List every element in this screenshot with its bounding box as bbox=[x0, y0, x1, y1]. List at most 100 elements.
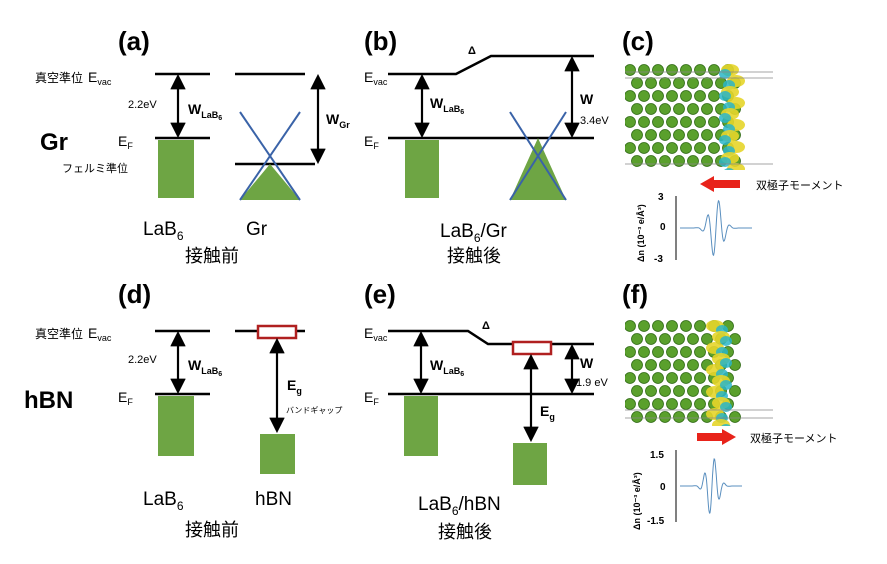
atom bbox=[708, 142, 720, 154]
panel-c: (c) 双極子モーメント 3 0 -3 Δn (10⁻³ e/Å³) bbox=[622, 26, 844, 265]
atom bbox=[638, 398, 650, 410]
w-contact-label-e: W bbox=[580, 355, 594, 371]
dipole-arrow-head-c bbox=[700, 176, 714, 192]
atom bbox=[680, 116, 692, 128]
atom bbox=[673, 411, 685, 423]
atom bbox=[729, 385, 741, 397]
lab6-gr-material-label: LaB6/Gr bbox=[440, 221, 508, 245]
row-label-hbn: hBN bbox=[24, 387, 73, 414]
atom bbox=[694, 116, 706, 128]
atom bbox=[687, 385, 699, 397]
atom bbox=[652, 142, 664, 154]
plot-f-tick-mid: 0 bbox=[660, 482, 666, 493]
atom bbox=[687, 359, 699, 371]
atom bbox=[625, 346, 636, 358]
gr-dirac-cone-line-b2 bbox=[509, 111, 567, 201]
atom bbox=[645, 411, 657, 423]
atom bbox=[638, 116, 650, 128]
panel-label-e: (e) bbox=[364, 279, 396, 309]
atom bbox=[652, 90, 664, 102]
atom bbox=[680, 346, 692, 358]
lab6-filled-band-e bbox=[404, 396, 438, 456]
atom bbox=[631, 155, 643, 167]
hbn-conduction-band-box bbox=[256, 324, 298, 340]
panel-f: (f) 双極子モーメント 1.5 0 -1.5 Δn (10⁻³ e/Å³) bbox=[622, 279, 838, 530]
atom bbox=[652, 320, 664, 332]
atom bbox=[694, 346, 706, 358]
atom bbox=[652, 346, 664, 358]
w-lab6-label-e: WLaB6 bbox=[430, 357, 464, 378]
atom bbox=[673, 333, 685, 345]
atom bbox=[701, 333, 713, 345]
vacuum-level-label-d: 真空準位 bbox=[35, 326, 83, 341]
atom bbox=[631, 103, 643, 115]
atom bbox=[631, 359, 643, 371]
w-contact-value-b: 3.4eV bbox=[580, 115, 609, 127]
atom bbox=[673, 103, 685, 115]
after-contact-label-b: 接触後 bbox=[447, 246, 501, 267]
panel-label-b: (b) bbox=[364, 26, 397, 56]
atom bbox=[659, 359, 671, 371]
atom bbox=[659, 129, 671, 141]
atom bbox=[680, 372, 692, 384]
dipole-label-c: 双極子モーメント bbox=[756, 178, 844, 192]
e-f-symbol: EF bbox=[118, 133, 133, 151]
atom bbox=[638, 64, 650, 76]
atom bbox=[687, 129, 699, 141]
atom bbox=[701, 103, 713, 115]
vacuum-level-line-contact-e bbox=[388, 329, 594, 346]
charge-depletion bbox=[719, 69, 731, 79]
atom bbox=[680, 64, 692, 76]
hbn-conduction-band-box-e bbox=[511, 340, 553, 356]
charge-depletion bbox=[719, 91, 731, 101]
atom bbox=[687, 411, 699, 423]
atom bbox=[673, 129, 685, 141]
atom bbox=[638, 320, 650, 332]
atom bbox=[694, 90, 706, 102]
atom bbox=[701, 155, 713, 167]
atom bbox=[687, 155, 699, 167]
atom bbox=[645, 129, 657, 141]
lab6-material-label-d: LaB6 bbox=[143, 489, 184, 513]
plot-f-tick-top: 1.5 bbox=[650, 450, 664, 461]
plot-c-tick-mid: 0 bbox=[660, 222, 666, 233]
atom bbox=[687, 333, 699, 345]
plot-c-ylabel: Δn (10⁻³ e/Å³) bbox=[636, 204, 646, 262]
panel-label-d: (d) bbox=[118, 279, 151, 309]
atom bbox=[666, 142, 678, 154]
atom bbox=[666, 398, 678, 410]
atom bbox=[659, 103, 671, 115]
e-f-symbol-e: EF bbox=[364, 389, 379, 407]
atom bbox=[680, 90, 692, 102]
atom bbox=[625, 142, 636, 154]
structure-image-f bbox=[625, 318, 773, 426]
atom bbox=[673, 155, 685, 167]
panel-b: (b) Δ Evac WLaB6 W 3.4eV EF LaB6/Gr 接触後 bbox=[364, 26, 609, 267]
atom bbox=[625, 320, 636, 332]
atom bbox=[666, 64, 678, 76]
lab6-hbn-material-label: LaB6/hBN bbox=[418, 494, 501, 518]
w-lab6-label-d: WLaB6 bbox=[188, 357, 222, 378]
atom bbox=[625, 64, 636, 76]
atom bbox=[708, 64, 720, 76]
dipole-label-f: 双極子モーメント bbox=[750, 431, 838, 445]
charge-depletion bbox=[719, 135, 731, 145]
eg-label-e: Eg bbox=[540, 403, 555, 422]
panel-a: (a) 真空準位 Evac 2.2eV WLaB6 Gr EF フェルミ準位 W… bbox=[35, 26, 350, 267]
gr-material-label: Gr bbox=[246, 219, 268, 240]
atom bbox=[631, 411, 643, 423]
atom bbox=[680, 320, 692, 332]
atom bbox=[701, 77, 713, 89]
plot-f-curve bbox=[680, 458, 742, 514]
panel-label-f: (f) bbox=[622, 279, 648, 309]
hbn-material-label: hBN bbox=[255, 489, 292, 510]
gr-dirac-cone-line-2 bbox=[239, 111, 301, 201]
atom bbox=[645, 77, 657, 89]
charge-accumulation bbox=[727, 163, 745, 170]
atom bbox=[625, 398, 636, 410]
atom bbox=[694, 372, 706, 384]
atom bbox=[687, 103, 699, 115]
structure-image-c bbox=[625, 62, 773, 170]
plot-f-ylabel: Δn (10⁻³ e/Å³) bbox=[632, 472, 642, 530]
charge-depletion bbox=[720, 358, 732, 368]
